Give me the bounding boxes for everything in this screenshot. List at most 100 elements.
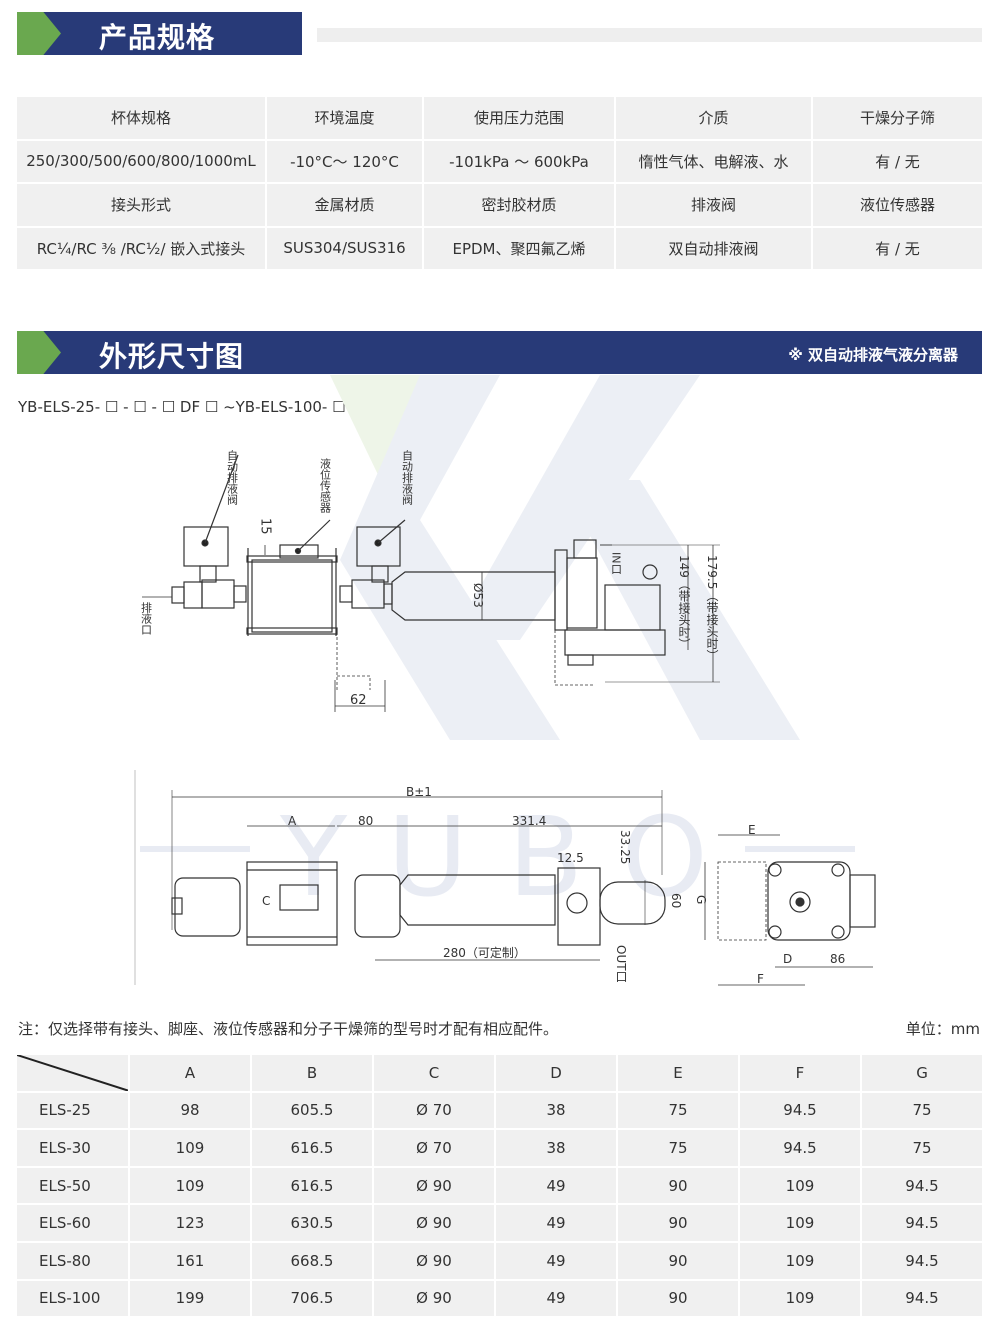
spec-value: RC¼/RC ⅜ /RC½/ 嵌入式接头	[17, 227, 265, 269]
table-cell: 38	[496, 1092, 616, 1129]
label-15: 15	[258, 518, 273, 535]
label-c: C	[262, 894, 270, 908]
divider-bar	[317, 28, 982, 42]
table-cell: 75	[862, 1130, 982, 1166]
label-g: G	[694, 895, 708, 904]
label-12-5: 12.5	[557, 851, 584, 865]
row-label: ELS-50	[17, 1167, 128, 1204]
spec-value: 有 / 无	[813, 140, 982, 182]
spec-header: 介质	[616, 97, 811, 139]
column-header: C	[374, 1055, 494, 1091]
label-60: 60	[669, 893, 683, 908]
spec-header: 使用压力范围	[424, 97, 614, 139]
table-cell: Ø 90	[374, 1167, 494, 1204]
spec-row: 接头形式金属材质密封胶材质排液阀液位传感器	[17, 184, 982, 226]
spec-value: 惰性气体、电解液、水	[616, 140, 811, 182]
label-d: D	[783, 952, 792, 966]
spec-header: 杯体规格	[17, 97, 265, 139]
column-header: E	[618, 1055, 738, 1091]
corner-cell	[17, 1055, 128, 1091]
section-title: 产品规格	[99, 21, 216, 54]
label-outlet: OUT口	[614, 945, 628, 983]
section-banner-dimensions: 外形尺寸图 ※ 双自动排液气液分离器	[17, 331, 982, 374]
table-cell: 199	[130, 1280, 250, 1317]
table-cell: 38	[496, 1130, 616, 1166]
label-dia53: Ø53	[471, 583, 485, 608]
spec-row: 杯体规格环境温度使用压力范围介质干燥分子筛	[17, 97, 982, 139]
table-cell: 75	[618, 1130, 738, 1166]
label-sensor: 液位传感器	[319, 457, 332, 514]
table-cell: 109	[740, 1280, 860, 1317]
table-cell: 616.5	[252, 1167, 372, 1204]
label-86: 86	[830, 952, 845, 966]
dimension-drawing: YUBO 自动排液阀 液位传感器 自动排液阀 15 排液口 Ø53	[134, 375, 876, 986]
bottom-labels: B±1 A 80 331.4 12.5 33.25 C 60 G E 280（可…	[262, 785, 845, 986]
section-banner-specs: 产品规格	[17, 12, 302, 55]
spec-value: EPDM、聚四氟乙烯	[424, 227, 614, 269]
row-label: ELS-60	[17, 1205, 128, 1241]
top-labels: 自动排液阀 液位传感器 自动排液阀 15 排液口 Ø53 IN口 149（带接头…	[140, 450, 720, 708]
svg-text:YUBO: YUBO	[279, 793, 748, 921]
column-header: A	[130, 1055, 250, 1091]
table-cell: 90	[618, 1280, 738, 1317]
table-cell: 123	[130, 1205, 250, 1241]
spec-header: 排液阀	[616, 184, 811, 226]
label-a: A	[288, 814, 297, 828]
diagonal-line	[17, 1055, 128, 1091]
table-cell: 75	[862, 1092, 982, 1129]
table-cell: 94.5	[862, 1242, 982, 1279]
table-cell: Ø 70	[374, 1092, 494, 1129]
table-cell: Ø 90	[374, 1280, 494, 1317]
spec-value: SUS304/SUS316	[267, 227, 422, 269]
spec-value: -101kPa ～ 600kPa	[424, 140, 614, 182]
spec-header: 金属材质	[267, 184, 422, 226]
table-cell: 706.5	[252, 1280, 372, 1317]
row-label: ELS-80	[17, 1242, 128, 1279]
spec-header: 液位传感器	[813, 184, 982, 226]
table-cell: 616.5	[252, 1130, 372, 1166]
model-code: YB-ELS-25- ☐ - ☐ - ☐ DF ☐ ~YB-ELS-100- ☐…	[18, 398, 446, 416]
spec-value: -10°C～ 120°C	[267, 140, 422, 182]
side-view-top	[142, 454, 720, 712]
table-cell: 630.5	[252, 1205, 372, 1241]
watermark-logo: YUBO	[140, 375, 855, 921]
table-cell: 605.5	[252, 1092, 372, 1129]
section-subtitle: ※ 双自动排液气液分离器	[788, 346, 958, 364]
spec-header: 接头形式	[17, 184, 265, 226]
label-33-25: 33.25	[618, 830, 632, 864]
table-cell: 109	[740, 1242, 860, 1279]
label-f: F	[757, 972, 764, 986]
table-cell: 49	[496, 1242, 616, 1279]
table-cell: 94.5	[862, 1205, 982, 1241]
spec-header: 干燥分子筛	[813, 97, 982, 139]
table-cell: 161	[130, 1242, 250, 1279]
label-149: 149（带接头时）	[677, 555, 691, 650]
table-cell: 49	[496, 1205, 616, 1241]
table-cell: 668.5	[252, 1242, 372, 1279]
table-cell: Ø 90	[374, 1242, 494, 1279]
top-view-bottom	[134, 770, 876, 986]
table-cell: Ø 90	[374, 1205, 494, 1241]
table-cell: 90	[618, 1167, 738, 1204]
spec-value: 250/300/500/600/800/1000mL	[17, 140, 265, 182]
table-cell: 90	[618, 1205, 738, 1241]
table-cell: 90	[618, 1242, 738, 1279]
table-cell: 109	[130, 1130, 250, 1166]
column-header: D	[496, 1055, 616, 1091]
table-cell: 98	[130, 1092, 250, 1129]
unit-text: 单位：mm	[905, 1020, 980, 1038]
label-valve-right: 自动排液阀	[401, 450, 414, 506]
spec-header: 环境温度	[267, 97, 422, 139]
label-valve-left: 自动排液阀	[226, 450, 239, 506]
label-179: 179.5（带接头时）	[705, 555, 719, 661]
spec-value: 双自动排液阀	[616, 227, 811, 269]
label-inlet: IN口	[610, 552, 623, 574]
label-e: E	[748, 823, 756, 837]
row-label: ELS-30	[17, 1130, 128, 1166]
